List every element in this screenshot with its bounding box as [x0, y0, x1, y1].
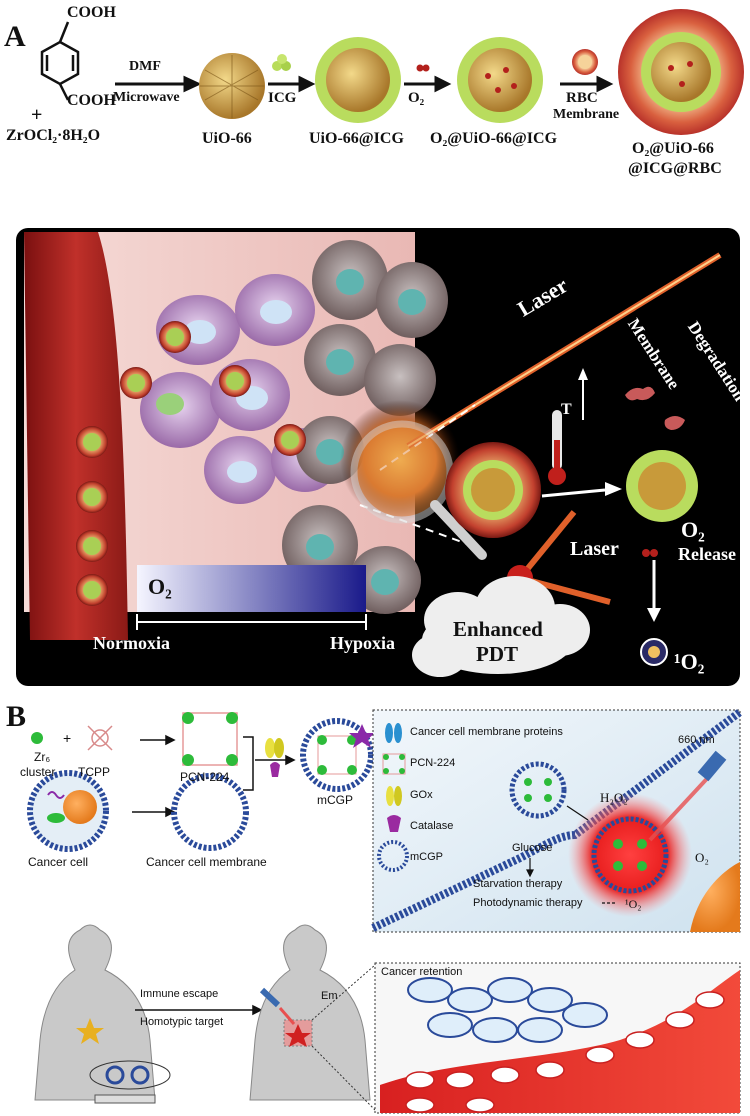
rbc-label: RBC	[566, 90, 598, 106]
em-label: Em	[321, 990, 338, 1002]
hypoxia-label: Hypoxia	[330, 633, 396, 653]
temperature-label: T	[561, 401, 572, 418]
gox-catalase-icon	[265, 738, 284, 777]
o2-arrow-label: O₂	[408, 90, 425, 106]
uio66-icg-particle	[315, 37, 401, 123]
mouse-right	[249, 924, 371, 1101]
circulating-nanoparticles	[76, 321, 306, 606]
legend-pcn224: PCN-224	[410, 757, 456, 769]
h2o2-label: H₂O₂	[600, 790, 628, 805]
enhanced-pdt-cloud	[412, 576, 590, 677]
final-nanoparticle	[618, 9, 744, 135]
pdt-label: PDT	[476, 642, 518, 666]
cancer-cell	[27, 770, 109, 852]
legend-catalase: Catalase	[410, 820, 454, 832]
release-label: Release	[678, 544, 736, 564]
cancer-retention-label: Cancer retention	[381, 966, 463, 978]
rbc-membrane-icon	[572, 49, 598, 75]
terephthalic-acid-structure	[40, 21, 80, 101]
retention-red-cells	[405, 991, 725, 1113]
membrane-fragments	[625, 386, 685, 430]
wavelength-label: 660 nm	[678, 734, 715, 746]
magnifier-icon	[350, 420, 487, 560]
mcgp-particle	[300, 718, 375, 792]
singlet-o2-inset-label: ¹O₂	[625, 897, 642, 911]
gox-icon	[386, 786, 402, 806]
enhanced-label: Enhanced	[453, 617, 543, 641]
o2-molecule-icon	[416, 64, 430, 72]
o2-uio66-icg-label: O₂@UiO-66@ICG	[430, 130, 558, 147]
normoxia-label: Normoxia	[93, 633, 170, 653]
membrane-arrow-label: Membrane	[553, 107, 620, 122]
mouse-left	[34, 924, 156, 1101]
laser-device-icon	[697, 750, 727, 782]
cancer-membrane-label: Cancer cell membrane	[146, 855, 267, 869]
o2-uio66-icg-particle	[457, 37, 543, 123]
tcpp-icon	[87, 725, 113, 751]
cancer-cell-label: Cancer cell	[28, 855, 89, 869]
cluster-label: cluster	[20, 765, 56, 779]
tumor-scene	[16, 228, 740, 686]
singlet-oxygen-icon	[640, 638, 668, 666]
thermometer-icon	[548, 410, 566, 485]
microwave-label: Microwave	[113, 90, 180, 105]
immune-escape-label: Immune escape	[140, 988, 219, 1000]
cancer-cell-membrane-ring	[171, 773, 249, 851]
o2-gradient-label: O₂	[148, 574, 172, 599]
icg-label: ICG	[268, 90, 297, 106]
mcgp-icon	[377, 840, 409, 872]
starvation-label: Starvation therapy	[473, 878, 563, 890]
tumor-star-right	[285, 1024, 311, 1047]
membrane-protein-icon	[385, 723, 393, 743]
laser-bottom-label: Laser	[570, 538, 619, 560]
activated-nanoparticle	[568, 793, 692, 917]
retention-tumor-cells	[407, 977, 608, 1043]
laser-probe-icon	[259, 987, 281, 1008]
tcpp-label: TCPP	[78, 765, 111, 779]
cooh-bottom-label: COOH	[67, 92, 116, 109]
pcn224-icon	[382, 753, 406, 775]
homotypic-label: Homotypic target	[140, 1016, 224, 1028]
o2-gradient	[137, 565, 366, 612]
icg-molecule-icon	[272, 54, 291, 71]
catalase-icon	[387, 815, 401, 832]
plus-b: +	[63, 730, 72, 746]
panel-b-letter: B	[6, 700, 27, 733]
mcgp-label: mCGP	[317, 793, 353, 807]
pcn224-label: PCN-224	[180, 770, 230, 784]
final-label-line1: O₂@UiO-66	[632, 140, 714, 157]
uio66-label: UiO-66	[202, 130, 252, 147]
legend-gox: GOx	[410, 789, 433, 801]
cooh-top-label: COOH	[67, 4, 116, 21]
legend-mcgp: mCGP	[410, 851, 443, 863]
zr-salt-label: ZrOCl₂·8H₂O	[6, 127, 101, 144]
injection-syringe	[89, 1060, 171, 1104]
o2-inset-label: O₂	[695, 850, 709, 865]
plus-sign: +	[31, 104, 43, 126]
legend-membrane-proteins: Cancer cell membrane proteins	[410, 726, 563, 738]
glucose-label: Glucose	[512, 842, 553, 854]
dmf-label: DMF	[129, 59, 161, 74]
panel-a-letter: A	[4, 20, 26, 53]
singlet-o2-label: ¹O₂	[674, 649, 705, 674]
photodynamic-label: Photodynamic therapy	[473, 897, 583, 909]
zr6-label: Zr₆	[34, 750, 51, 764]
final-label-line2: @ICG@RBC	[628, 160, 722, 177]
uio66-icg-label: UiO-66@ICG	[309, 130, 404, 147]
o2-release-o2-label: O₂	[681, 517, 705, 542]
laser-beam-bottom	[517, 510, 577, 580]
zr6-cluster-icon	[31, 732, 43, 744]
pcn224-framework	[182, 712, 238, 766]
tumor-star-left	[76, 1018, 104, 1044]
synthesis-scheme	[40, 9, 744, 135]
